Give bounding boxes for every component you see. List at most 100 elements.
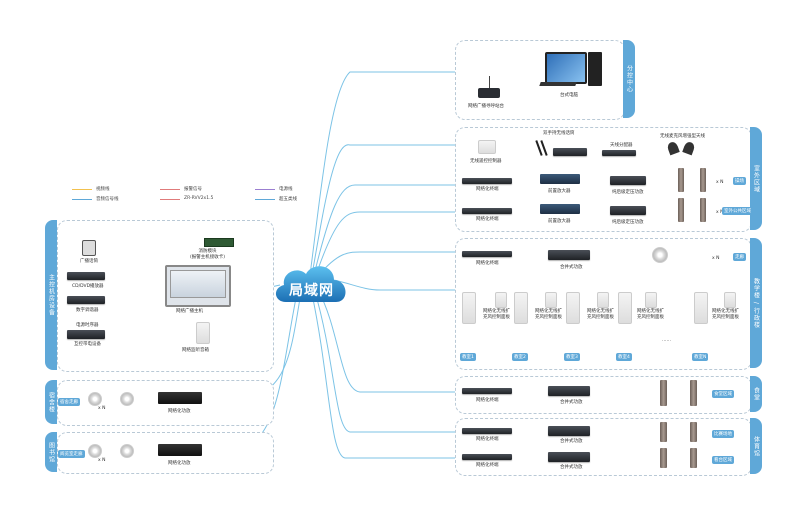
- fire-module-label: 消防模块 (报警主机接收卡): [190, 249, 226, 260]
- gym-terminal-2[interactable]: [462, 454, 512, 460]
- wireless-receiver-device[interactable]: [478, 140, 496, 154]
- gym-speaker-3: [660, 448, 667, 468]
- canteen-amp[interactable]: [548, 386, 590, 396]
- digital-tuner[interactable]: [67, 296, 105, 304]
- teaching-badge: 走廊: [733, 253, 746, 261]
- office-mixer-2[interactable]: [540, 204, 580, 214]
- legend-line-alarm: [160, 189, 180, 190]
- legend-rvv: ZR-RVV2x1.5: [184, 196, 214, 201]
- fire-module-board[interactable]: [204, 238, 234, 247]
- canteen-badge: 食堂区域: [712, 390, 734, 398]
- column-speaker-1: [678, 168, 684, 192]
- tab-outdoor: 室外区域: [750, 127, 762, 230]
- wireless-mic-label: 双手持无线话筒: [543, 131, 575, 136]
- classroom-badge-2: 教室2: [512, 353, 528, 361]
- lan-label: 局域网: [289, 283, 334, 299]
- canteen-terminal[interactable]: [462, 388, 512, 394]
- antenna-splitter[interactable]: [602, 150, 636, 156]
- library-count: x N: [98, 458, 106, 463]
- legend-alarm: 报警信号: [184, 187, 202, 192]
- power-sequencer-label-2: 互控带电设备: [74, 342, 101, 347]
- gym-speaker-4: [690, 448, 697, 468]
- canteen-terminal-label: 网络化终端: [476, 398, 499, 403]
- wireless-receiver-unit[interactable]: [553, 148, 587, 156]
- classroom-panel-n[interactable]: [724, 292, 736, 308]
- classroom-panel-4[interactable]: [645, 292, 657, 308]
- zone-canteen: [455, 376, 752, 414]
- ceiling-speaker-teaching: [652, 247, 668, 263]
- classroom-panel-3[interactable]: [597, 292, 609, 308]
- office-count-1: x N: [716, 180, 724, 185]
- pc-tower: [588, 52, 602, 86]
- digital-tuner-label: 数字调谐器: [76, 308, 99, 313]
- dorm-count: x N: [98, 406, 106, 411]
- classroom-panel-2[interactable]: [545, 292, 557, 308]
- broadcast-host-label: 网络广播主机: [176, 309, 203, 314]
- library-amp[interactable]: [158, 444, 202, 456]
- office-mixer-1[interactable]: [540, 174, 580, 184]
- classroom-speaker-3: [566, 292, 580, 324]
- legend-video: 视频线: [96, 187, 110, 192]
- classroom-label-4: 网络化无线扩 充风控制面板: [637, 309, 664, 320]
- dorm-ceiling-speaker-2: [120, 392, 134, 406]
- legend-power: 电源线: [279, 187, 293, 192]
- classroom-badge-4: 教室4: [616, 353, 632, 361]
- tab-library: 图书馆: [45, 432, 57, 472]
- column-speaker-3: [678, 198, 684, 222]
- tab-teaching: 教学楼 / 行政楼: [750, 238, 762, 368]
- legend-cat5: 超五类线: [279, 197, 297, 202]
- pc-monitor[interactable]: [545, 52, 587, 84]
- canteen-speaker-2: [690, 380, 697, 406]
- classroom-label-n: 网络化无线扩 充风控制面板: [712, 309, 739, 320]
- paging-station-device[interactable]: [478, 88, 500, 98]
- office-mixer-1-label: 前置放大器: [548, 189, 571, 194]
- tab-gym: 体育馆: [750, 418, 762, 474]
- broadcast-mic-label: 广播话筒: [80, 259, 98, 264]
- tab-dorm: 宿舍楼: [45, 380, 57, 424]
- gym-amp-2-label: 合并式功放: [560, 465, 583, 470]
- power-sequencer[interactable]: [67, 330, 105, 339]
- host-screen: [170, 270, 226, 298]
- gym-badge-1: 比赛场地: [712, 430, 734, 438]
- paging-mic-icon: [489, 76, 490, 88]
- legend-line-cat5: [255, 199, 275, 200]
- cd-player[interactable]: [67, 272, 105, 280]
- dual-antenna-label: 无线麦克风增强型天线: [660, 134, 705, 139]
- gym-amp-2[interactable]: [548, 452, 590, 462]
- teaching-count: x N: [712, 256, 720, 261]
- classroom-label-2: 网络化无线扩 充风控制面板: [535, 309, 562, 320]
- dorm-badge: 宿舍走廊: [58, 398, 80, 406]
- column-speaker-4: [700, 198, 706, 222]
- cd-player-label: CD/DVD播放器: [72, 284, 104, 289]
- broadcast-host[interactable]: [165, 265, 231, 307]
- gym-terminal-2-label: 网络化终端: [476, 463, 499, 468]
- classroom-dots: ……: [662, 338, 671, 343]
- dorm-amp[interactable]: [158, 392, 202, 404]
- office-amp-1[interactable]: [610, 176, 646, 185]
- office-terminal-2[interactable]: [462, 208, 512, 214]
- gym-terminal-1[interactable]: [462, 428, 512, 434]
- office-amp-2[interactable]: [610, 206, 646, 215]
- teaching-terminal-label: 网络化终端: [476, 261, 499, 266]
- lan-cloud-icon: [275, 266, 346, 302]
- office-terminal-2-label: 网络化终端: [476, 217, 499, 222]
- teaching-terminal[interactable]: [462, 251, 512, 257]
- office-terminal-1-label: 网络化终端: [476, 187, 499, 192]
- legend-line-audio: [72, 199, 92, 200]
- office-count-2: x N: [716, 210, 724, 215]
- monitor-speaker: [196, 322, 210, 344]
- gym-amp-1-label: 合并式功放: [560, 439, 583, 444]
- legend-line-power: [255, 189, 275, 190]
- classroom-panel-1[interactable]: [495, 292, 507, 308]
- office-terminal-1[interactable]: [462, 178, 512, 184]
- legend-audio: 音频信号线: [96, 197, 119, 202]
- broadcast-mic-icon[interactable]: [82, 240, 96, 256]
- tab-control-center: 分控中心: [623, 40, 635, 118]
- classroom-label-1: 网络化无线扩 充风控制面板: [483, 309, 510, 320]
- gym-amp-1[interactable]: [548, 426, 590, 436]
- office-amp-2-label: 纯后级定压功放: [612, 220, 644, 225]
- monitor-speaker-label: 网络监听音箱: [182, 348, 209, 353]
- paging-station-label: 网络广播寻呼站台: [468, 104, 504, 109]
- pc-label: 台式电脑: [560, 93, 578, 98]
- teaching-amp[interactable]: [548, 250, 590, 260]
